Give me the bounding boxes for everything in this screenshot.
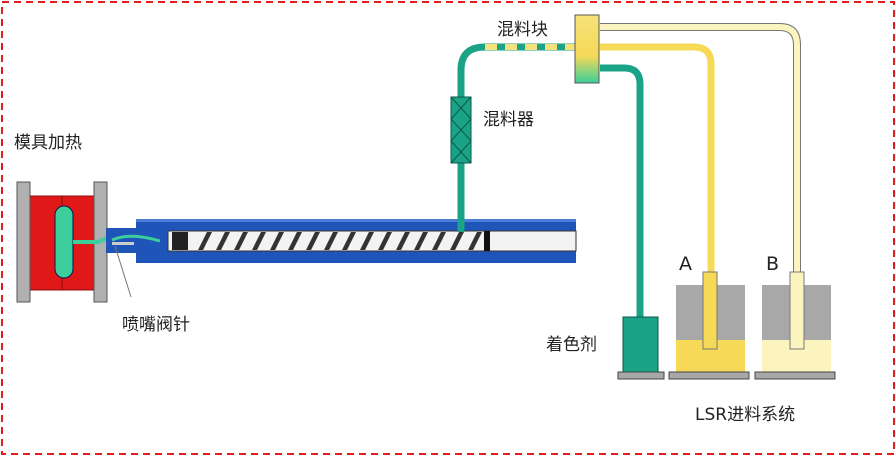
mixed-feed-pipe [457,43,580,232]
label-tank-b: B [766,253,780,275]
nozzle-pointer [114,245,132,298]
mold [16,181,113,303]
pipe-b [600,23,801,290]
tank-b [754,271,836,380]
label-lsr-feed-system: LSR进料系统 [695,405,796,425]
screw-flight [234,232,248,250]
tank-a [668,271,750,380]
mixing-block [574,14,600,84]
screw-flight [198,232,212,250]
label-nozzle-valve-pin: 喷嘴阀针 [122,315,190,335]
screw-flight [288,232,302,250]
label-tank-a: A [679,253,692,275]
screw-flight [450,232,464,250]
screw-flight [396,232,410,250]
screw-flight [324,232,338,250]
label-mixing-block: 混料块 [497,20,548,40]
colorant-tank [622,316,659,373]
screw-flight [360,232,374,250]
colorant-pipe [600,64,644,320]
label-colorant: 着色剂 [546,335,597,355]
screw-flight [342,232,356,250]
screw-flight [270,232,284,250]
label-mixer: 混料器 [483,110,534,130]
pipe-a [600,43,715,290]
screw-flight [252,232,266,250]
injection-barrel [106,219,577,263]
screw-flight [432,232,446,250]
screw-flight [378,232,392,250]
screw-flight [468,232,482,250]
label-mold-heating: 模具加热 [14,133,82,153]
screw-flight [414,232,428,250]
screw-flight [306,232,320,250]
screw [198,232,482,250]
screw-flight [216,232,230,250]
